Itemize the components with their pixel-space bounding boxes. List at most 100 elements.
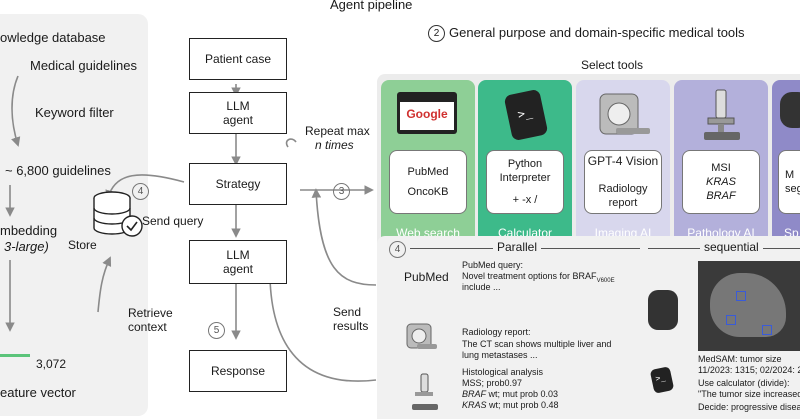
tool-python: Python [507,158,543,170]
kras-result: wt; mut prob 0.48 [486,400,559,410]
imaging-tools: GPT-4 Vision Radiology report [584,150,662,214]
step-4-circle: 4 [132,183,149,200]
histology-title: Histological analysis [462,367,544,377]
segmentation-card: M seg Sp [772,80,800,246]
google-label: Google [406,107,448,121]
send-query-label: Send query [142,214,204,228]
feature-vector-size: 3,072 [36,357,67,371]
feature-vector-label: eature vector [0,385,76,400]
radiology-report-title: Radiology report: [462,327,531,337]
feature-vector-bar [0,354,30,357]
step-5-circle: 5 [208,322,225,339]
llm-agent-label: LLM [226,248,250,262]
step-4-examples-circle: 4 [389,241,406,258]
tool-operators: + -x / [512,194,538,206]
terminal-icon: >_ [503,88,549,142]
ct-scan-image [698,261,800,351]
tumor-increase: "The tumor size increased [698,389,800,399]
histology-kras: KRAS wt; mut prob 0.48 [462,400,559,411]
tumor-marker-3 [762,325,772,335]
braf-gene: BRAF [462,389,487,399]
segmentation-tools: M seg [778,150,800,214]
pubmed-query-title: PubMed query: [462,260,524,270]
sequential-label: sequential [700,240,763,254]
organ-icon [780,92,800,128]
send-results-label: Send [333,305,362,319]
llm-agent-sublabel: agent [222,262,254,276]
liver-region [710,273,786,337]
tool-radiology: Radiology [598,183,648,195]
step-3-circle: 3 [333,183,350,200]
terminal-prompt-icon: >_ [516,104,534,122]
kras-gene: KRAS [462,400,487,410]
pathology-ai-card: MSI KRAS BRAF Pathology AI [674,80,768,246]
web-search-tools: PubMed OncoKB [389,150,467,214]
section-2-circle: 2 [428,25,445,42]
patient-case-box: Patient case [189,38,287,80]
web-search-card: Google PubMed OncoKB Web search [381,80,475,246]
send-results-label-2: results [333,319,369,333]
pubmed-query-more: include ... [462,282,501,292]
tool-m: M [785,169,795,181]
strategy-box: Strategy [189,163,287,205]
database-icon [93,191,143,237]
pubmed-query-body: Novel treatment options for BRAF [462,271,597,281]
keyword-filter-label: Keyword filter [35,105,114,120]
tumor-marker-2 [726,315,736,325]
pipeline-title: Agent pipeline [330,0,413,12]
embedding-model-label: 3-large) [4,239,49,254]
braf-result: wt; mut prob 0.03 [486,389,559,399]
llm-agent-box-1: LLM agent [189,92,287,134]
radiology-report-text: The CT scan shows multiple liver and [462,339,612,349]
guideline-count: ~ 6,800 guidelines [5,163,111,178]
microscope-icon [704,89,740,140]
tool-seg: seg [785,183,800,195]
browser-window [400,102,454,130]
select-tools-label: Select tools [581,58,644,72]
parallel-label: Parallel [493,240,542,254]
radiology-report-more: lung metastases ... [462,350,538,360]
tumor-marker-1 [736,291,746,301]
ct-scanner-icon [599,93,650,135]
calculator-tools: Python Interpreter + -x / [486,150,564,214]
browser-icon: Google [397,92,457,134]
calculator-step: Use calculator (divide): [698,378,790,388]
pubmed-query-variant: V600E [596,277,615,284]
tool-msi: MSI [711,162,731,174]
microscope-small-icon [412,373,438,410]
store-label: Store [68,238,97,252]
repeat-label: Repeat max [305,124,370,138]
calculator-card: >_ Python Interpreter + -x / Calculator [478,80,572,246]
retrieve-label: Retrieve [128,306,173,320]
pubmed-query-text: Novel treatment options for BRAFV600E [462,271,615,287]
pathology-tools: MSI KRAS BRAF [682,150,760,214]
histology-mss: MSS; prob0.97 [462,378,523,388]
ct-scanner-small-icon [406,323,437,349]
medsam-sizes: 11/2023: 1315; 02/2024: 2 [698,365,800,375]
histology-braf: BRAF wt; mut prob 0.03 [462,389,558,400]
medical-guidelines-label: Medical guidelines [30,58,137,73]
tool-oncokb: OncoKB [407,186,449,198]
medsam-title: MedSAM: tumor size [698,354,782,364]
llm-agent-box-2: LLM agent [189,240,287,284]
tool-kras: KRAS [706,176,736,188]
imaging-ai-card: GPT-4 Vision Radiology report Imaging AI [576,80,670,246]
retrieve-context-label: context [128,320,167,334]
terminal-prompt-small-icon: >_ [654,372,666,384]
response-box: Response [189,350,287,392]
embedding-label: mbedding [0,223,58,238]
segmented-organ-thumbnail [648,290,678,330]
decision: Decide: progressive diseas [698,402,800,412]
llm-agent-label: LLM [226,99,250,113]
pubmed-logo-label: PubMed [404,270,449,284]
tool-report: report [608,197,638,209]
tools-section-title: General purpose and domain-specific medi… [449,25,745,40]
tool-gpt4-vision: GPT-4 Vision [587,154,659,168]
repeat-times-label: n times [315,138,354,152]
tool-braf: BRAF [706,190,736,202]
tool-interpreter: Interpreter [499,172,551,184]
tool-pubmed: PubMed [407,166,449,178]
knowledge-database-title: owledge database [0,30,106,45]
llm-agent-sublabel: agent [222,113,254,127]
